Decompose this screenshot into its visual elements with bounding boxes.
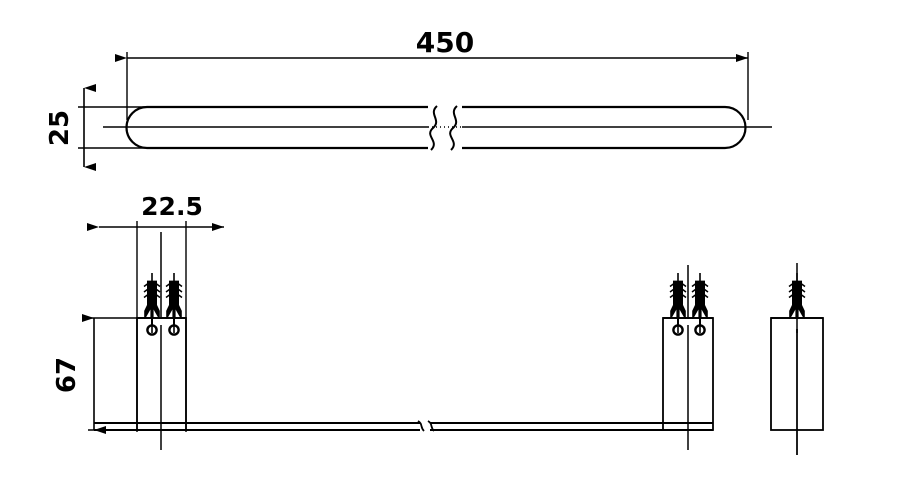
- break-symbol-right-top-view: [449, 105, 458, 151]
- top-view: 450 25: [45, 26, 772, 171]
- bar-profile-outline: [125, 105, 747, 150]
- break-symbol-left-rail: [417, 420, 425, 432]
- dimension-label-bracket-projection: 67: [52, 357, 82, 393]
- break-symbol-left-top-view: [429, 105, 438, 151]
- front-view: 22.5: [52, 192, 714, 450]
- side-view: [770, 263, 824, 455]
- dimension-label-overall-length: 450: [416, 26, 474, 59]
- dimension-label-anchor-spacing: 22.5: [141, 192, 203, 221]
- right-bracket-anchor-mask: [664, 319, 712, 325]
- dimension-label-bar-height: 25: [45, 110, 75, 146]
- left-bracket-anchor-mask: [138, 319, 185, 325]
- break-symbol-right-rail: [427, 420, 435, 432]
